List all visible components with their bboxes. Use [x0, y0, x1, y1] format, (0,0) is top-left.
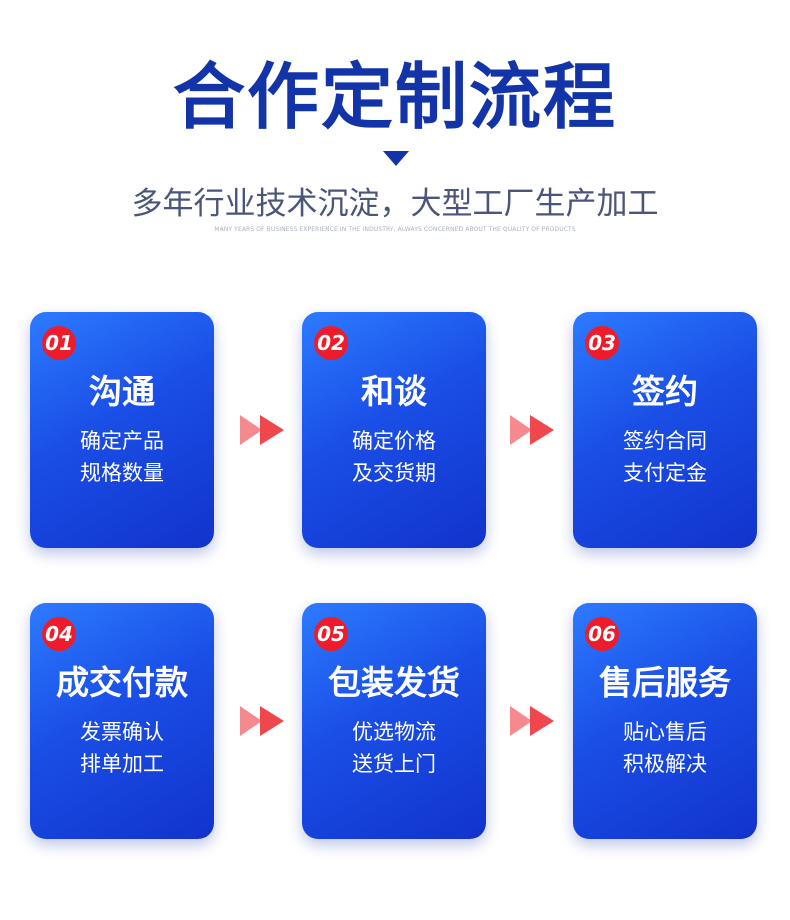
step-card-6: 06 售后服务 贴心售后 积极解决 [573, 603, 757, 839]
step-description-line: 及交货期 [352, 461, 436, 485]
double-arrow-right-icon [510, 706, 554, 736]
step-number: 04 [45, 622, 73, 646]
step-title: 售后服务 [599, 663, 731, 702]
step-card-5: 05 包装发货 优选物流 送货上门 [302, 603, 486, 839]
step-title: 沟通 [89, 372, 155, 411]
page-title: 合作定制流程 [172, 55, 617, 139]
step-title: 包装发货 [328, 663, 460, 702]
step-description-line: 积极解决 [623, 752, 707, 776]
step-number-badge: 03 [585, 326, 619, 360]
step-description-line: 规格数量 [80, 461, 164, 485]
step-description-line: 发票确认 [80, 720, 164, 744]
step-card-3: 03 签约 签约合同 支付定金 [573, 312, 757, 548]
step-number: 02 [317, 331, 345, 355]
step-description-line: 优选物流 [352, 720, 436, 744]
page-subtitle: 多年行业技术沉淀，大型工厂生产加工 [131, 186, 659, 222]
step-number: 05 [317, 622, 345, 646]
step-number: 01 [45, 331, 73, 355]
double-arrow-right-icon [240, 415, 284, 445]
caret-down-icon [383, 151, 409, 166]
step-number-badge: 06 [585, 617, 619, 651]
step-card-1: 01 沟通 确定产品 规格数量 [30, 312, 214, 548]
double-arrow-right-icon [240, 706, 284, 736]
step-number: 06 [588, 622, 616, 646]
step-description-line: 贴心售后 [623, 720, 707, 744]
double-arrow-right-icon [510, 415, 554, 445]
step-title: 签约 [632, 372, 698, 411]
step-number-badge: 01 [42, 326, 76, 360]
step-title: 成交付款 [56, 663, 188, 702]
step-description-line: 确定产品 [80, 429, 164, 453]
step-number-badge: 02 [314, 326, 348, 360]
step-number-badge: 05 [314, 617, 348, 651]
step-description-line: 确定价格 [352, 429, 436, 453]
step-card-4: 04 成交付款 发票确认 排单加工 [30, 603, 214, 839]
step-description-line: 送货上门 [352, 752, 436, 776]
step-number-badge: 04 [42, 617, 76, 651]
step-description-line: 支付定金 [623, 461, 707, 485]
page-subtitle-english: MANY YEARS OF BUSINESS EXPERIENCE IN THE… [214, 226, 576, 233]
step-description-line: 签约合同 [623, 429, 707, 453]
step-card-2: 02 和谈 确定价格 及交货期 [302, 312, 486, 548]
step-description-line: 排单加工 [80, 752, 164, 776]
step-title: 和谈 [361, 372, 427, 411]
step-number: 03 [588, 331, 616, 355]
